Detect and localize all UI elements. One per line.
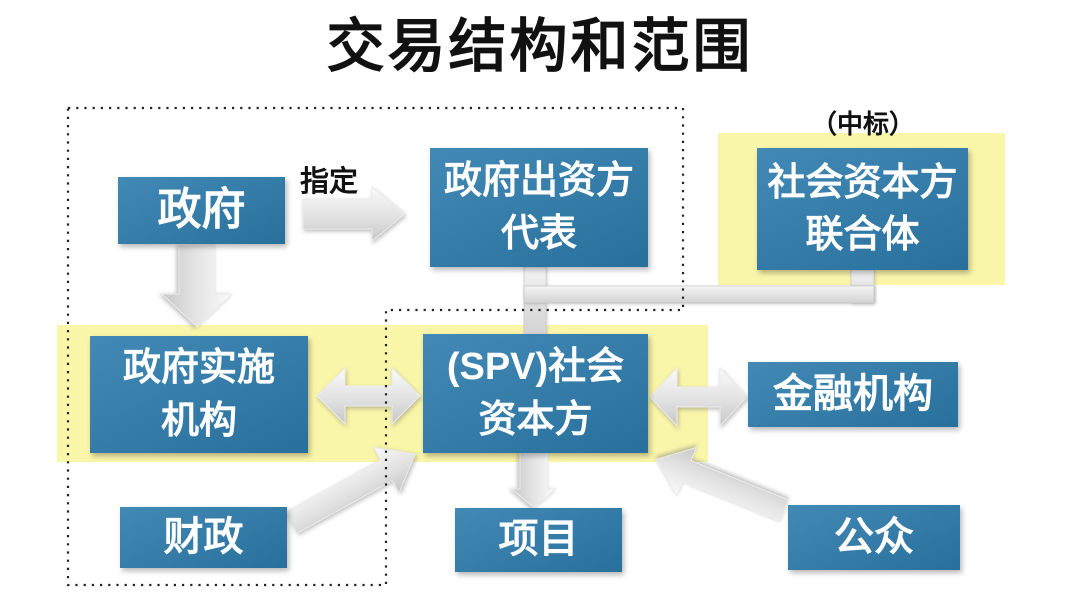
winning-bid-label: （中标）: [810, 109, 915, 139]
arrow-public-to-spv: [655, 446, 790, 523]
node-financial-institution: 金融机构: [748, 362, 958, 427]
node-public-label: 公众: [834, 514, 914, 559]
node-fiscal: 财政: [120, 507, 287, 568]
arrow-government-to-agency: [160, 244, 234, 328]
node-gov-investor-representative-line1: 政府出资方: [443, 160, 634, 203]
node-gov-investor-representative: 政府出资方 代表: [430, 148, 648, 267]
arrow-fiscal-to-spv: [284, 446, 416, 535]
page-title: 交易结构和范围: [326, 14, 754, 79]
node-gov-implementation-agency: 政府实施 机构: [90, 336, 308, 453]
node-financial-institution-label: 金融机构: [773, 371, 933, 416]
node-spv-social-capital-line1: (SPV)社会: [446, 346, 625, 389]
node-fiscal-label: 财政: [163, 514, 244, 559]
node-project-label: 项目: [498, 517, 579, 562]
arrow-designate-government-to-representative: [302, 185, 406, 243]
node-social-capital-consortium-line1: 社会资本方: [767, 161, 958, 204]
node-gov-implementation-agency-line2: 机构: [160, 399, 237, 442]
arrow-spv-financial-bidirectional: [649, 366, 748, 428]
government-scope-dotted-border: [66, 106, 685, 587]
node-gov-investor-representative-line2: 代表: [500, 212, 577, 255]
node-spv-social-capital-line2: 资本方: [478, 398, 593, 441]
arrow-agency-spv-bidirectional: [316, 366, 421, 426]
connector-consortium-elbow: [523, 285, 875, 304]
arrow-spv-to-project: [510, 452, 558, 509]
node-government: 政府: [118, 177, 285, 244]
node-government-label: 政府: [157, 185, 246, 235]
node-social-capital-consortium-line2: 联合体: [805, 214, 920, 256]
node-public: 公众: [788, 505, 960, 570]
node-project: 项目: [455, 508, 622, 572]
designate-label: 指定: [300, 166, 359, 198]
node-spv-social-capital: (SPV)社会 资本方: [423, 334, 648, 453]
node-gov-implementation-agency-line1: 政府实施: [122, 347, 275, 390]
node-social-capital-consortium: 社会资本方 联合体: [757, 148, 968, 270]
